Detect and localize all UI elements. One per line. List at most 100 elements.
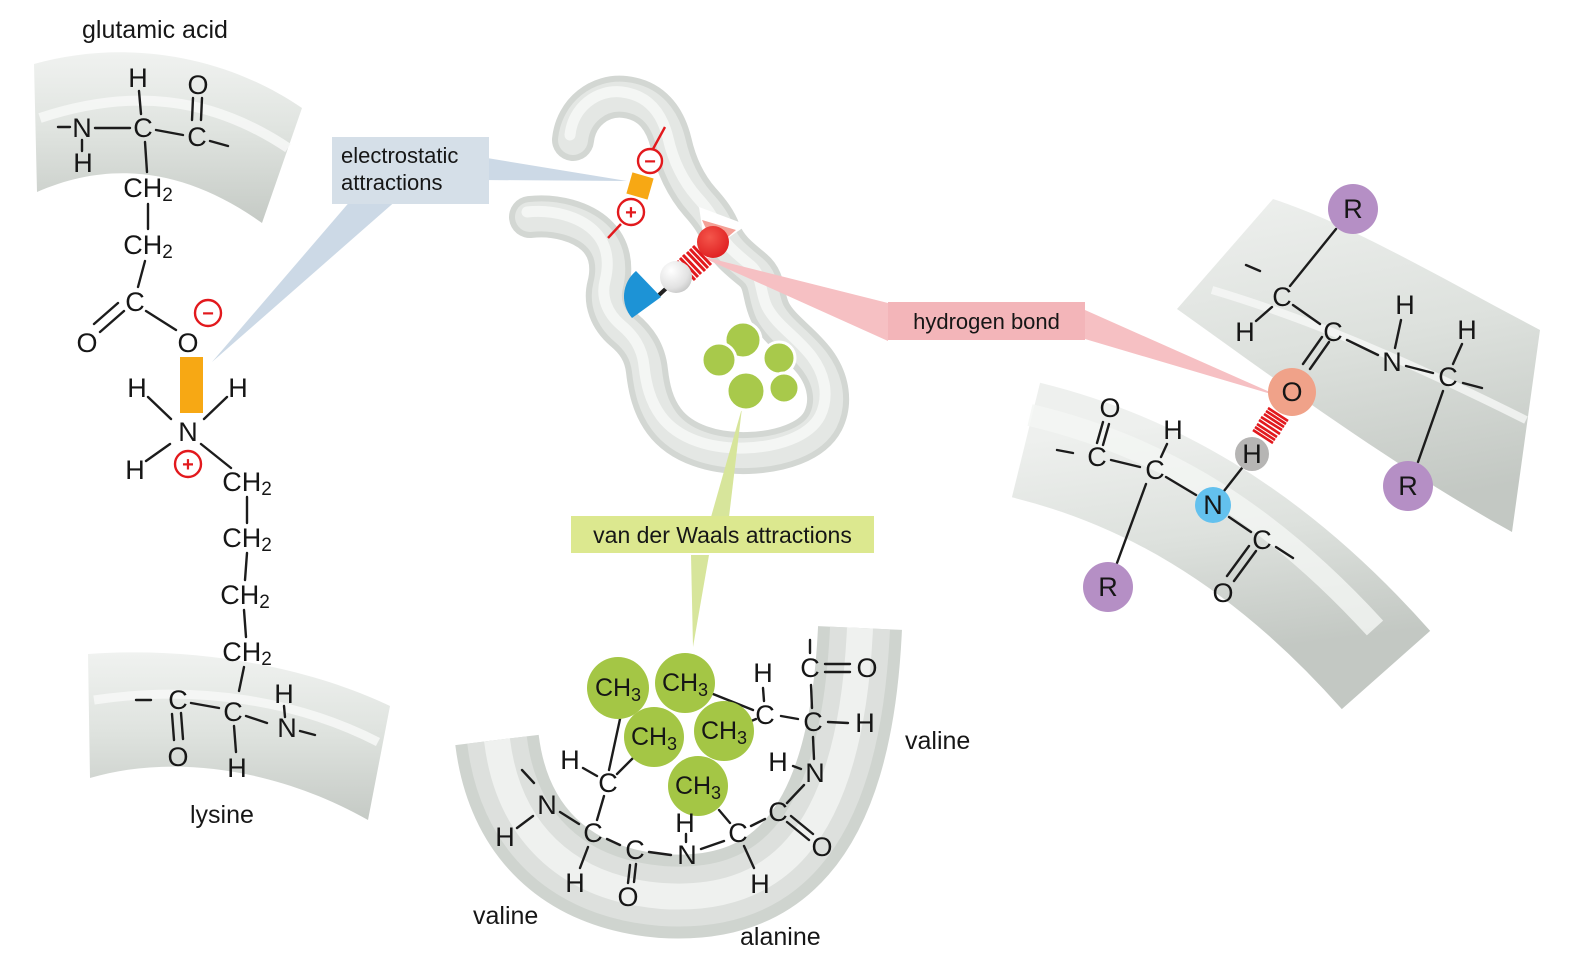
atom-circle-label: H bbox=[1242, 439, 1262, 469]
lysine-atom-label: H bbox=[227, 753, 247, 783]
methyl-circle bbox=[668, 756, 728, 816]
electrostatic-wedge-left bbox=[212, 199, 398, 362]
electrostatic-wedge-right bbox=[481, 157, 627, 181]
atom-circle-r bbox=[1383, 461, 1433, 511]
atom-circle-r bbox=[1083, 562, 1133, 612]
strand-upper-right-atom-label: C bbox=[1438, 362, 1458, 392]
glutamic-acid-atom-label: H bbox=[73, 148, 93, 178]
vdw-blobs bbox=[700, 320, 801, 412]
methyl-circle-label: CH3 bbox=[631, 723, 677, 754]
hbond-acceptor-ball bbox=[697, 226, 729, 258]
atom-circle-label: R bbox=[1098, 572, 1118, 602]
glutamic-bonds bbox=[56, 89, 230, 334]
valine-alanine-valine-atom-label: H bbox=[753, 658, 773, 688]
vdw-blob bbox=[725, 370, 767, 412]
valine-alanine-valine-atom-label: C bbox=[803, 707, 823, 737]
atom-circle-label: O bbox=[1281, 377, 1302, 407]
atom-circle-r bbox=[1328, 184, 1378, 234]
positive-charge-icon bbox=[173, 449, 203, 479]
hydrogen-wedge-left bbox=[697, 255, 888, 341]
strand-lower-right-atom-label: O bbox=[1099, 393, 1120, 423]
strand-upper-right-atom-label: H bbox=[1395, 290, 1415, 320]
charge-symbols-layer: −+−+ bbox=[173, 147, 664, 479]
valine-alanine-valine-atom-label: H bbox=[750, 869, 770, 899]
vdw-blob bbox=[767, 371, 801, 405]
valine-alanine-valine-atom-label: N bbox=[677, 840, 697, 870]
atom-circle-h bbox=[1235, 437, 1269, 471]
methyl-circle-label: CH3 bbox=[675, 772, 721, 803]
strand-upper-right-bonds bbox=[1244, 227, 1484, 464]
lysine-name-label: lysine bbox=[190, 801, 254, 829]
lysine-atom-label: H bbox=[125, 455, 145, 485]
vdw-blob bbox=[723, 320, 763, 360]
protein-tube bbox=[509, 75, 850, 475]
valine-alanine-valine-atom-label: C bbox=[800, 653, 820, 683]
methyl-circle bbox=[587, 657, 649, 719]
atom-circle-label: R bbox=[1343, 194, 1363, 224]
valine-alanine-valine-atom-label: C bbox=[598, 768, 618, 798]
valine-alanine-bonds bbox=[515, 638, 852, 885]
hydrogen-bond-label: hydrogen bond bbox=[888, 302, 1085, 340]
valine-alanine-valine-atom-label: H bbox=[565, 868, 585, 898]
vdw-wedge-top bbox=[711, 408, 742, 517]
valine-alanine-valine-atom-label: H bbox=[560, 745, 580, 775]
strand-lower-right-atom-label: O bbox=[1212, 578, 1233, 608]
negative-charge-sign: − bbox=[202, 303, 214, 325]
strand-upper-right-highlight bbox=[1210, 286, 1528, 424]
donor-fan-icon bbox=[623, 271, 661, 318]
valine-alanine-valine-atom-label: N bbox=[537, 790, 557, 820]
lysine-atom-label: O bbox=[167, 742, 188, 772]
electrostatic-pair-icon-left bbox=[180, 357, 203, 413]
strand-lower-right-atom-label: C bbox=[1087, 442, 1107, 472]
vdw-wedge-bottom bbox=[691, 555, 709, 647]
strand-upper-right-atom-label: H bbox=[1235, 317, 1255, 347]
lysine-band-highlight bbox=[93, 689, 381, 747]
electrostatic-attractions-label: electrostatic attractions bbox=[332, 137, 489, 204]
lysine-bonds bbox=[134, 395, 317, 754]
strand-lower-right-atom-label: C bbox=[1252, 525, 1272, 555]
lysine-atom-label: H bbox=[228, 373, 248, 403]
strand-lower-right-atom-label: C bbox=[1145, 455, 1165, 485]
valine-alanine-valine-atom-label: H bbox=[675, 808, 695, 838]
lysine-band bbox=[88, 652, 390, 820]
strand-lower-right-atom-label: H bbox=[1163, 415, 1183, 445]
valine-left-name-label: valine bbox=[473, 902, 539, 930]
lysine-atom-label: CH2 bbox=[222, 637, 272, 670]
positive-charge-sign: + bbox=[625, 202, 637, 224]
methyl-circle-label: CH3 bbox=[701, 717, 747, 748]
strand-upper-right-band bbox=[1177, 199, 1540, 532]
lysine-atom-label: CH2 bbox=[222, 523, 272, 556]
lysine-atom-label: CH2 bbox=[222, 467, 272, 500]
loop-interactions bbox=[607, 126, 801, 412]
atom-circle-n bbox=[1195, 487, 1231, 523]
lysine-atom-label: H bbox=[127, 373, 147, 403]
glutamic-acid-atom-label: C bbox=[133, 113, 153, 143]
strand-upper-right-atom-label: H bbox=[1457, 315, 1477, 345]
glutamic-acid-atom-label: C bbox=[187, 122, 207, 152]
valine-alanine-valine-atom-label: C bbox=[728, 818, 748, 848]
atom-circle-label: R bbox=[1398, 471, 1418, 501]
glutamic-acid-atom-label: N bbox=[72, 113, 92, 143]
valine-alanine-valine-atom-label: N bbox=[805, 758, 825, 788]
valine-alanine-valine-atom-label: O bbox=[811, 832, 832, 862]
valine-alanine-valine-atom-label: C bbox=[583, 818, 603, 848]
hydrogen-wedge-right bbox=[1085, 310, 1281, 397]
positive-charge-icon bbox=[616, 197, 646, 227]
methyl-circle bbox=[655, 653, 715, 713]
strand-upper-right-atom-label: N bbox=[1382, 347, 1402, 377]
glutamic-acid-atom-label: O bbox=[177, 328, 198, 358]
positive-charge-sign: + bbox=[182, 454, 194, 476]
glutamic-acid-atom-label: CH2 bbox=[123, 230, 173, 263]
negative-charge-icon bbox=[193, 298, 223, 328]
strand-upper-right-atom-label: C bbox=[1323, 317, 1343, 347]
lysine-atom-label: C bbox=[168, 685, 188, 715]
glutamic-band bbox=[34, 52, 302, 223]
lysine-atom-label: N bbox=[178, 417, 198, 447]
callout-wedges bbox=[212, 157, 1281, 647]
glutamic-acid-name-label: glutamic acid bbox=[82, 16, 228, 44]
valine-alanine-valine-atom-label: O bbox=[856, 653, 877, 683]
